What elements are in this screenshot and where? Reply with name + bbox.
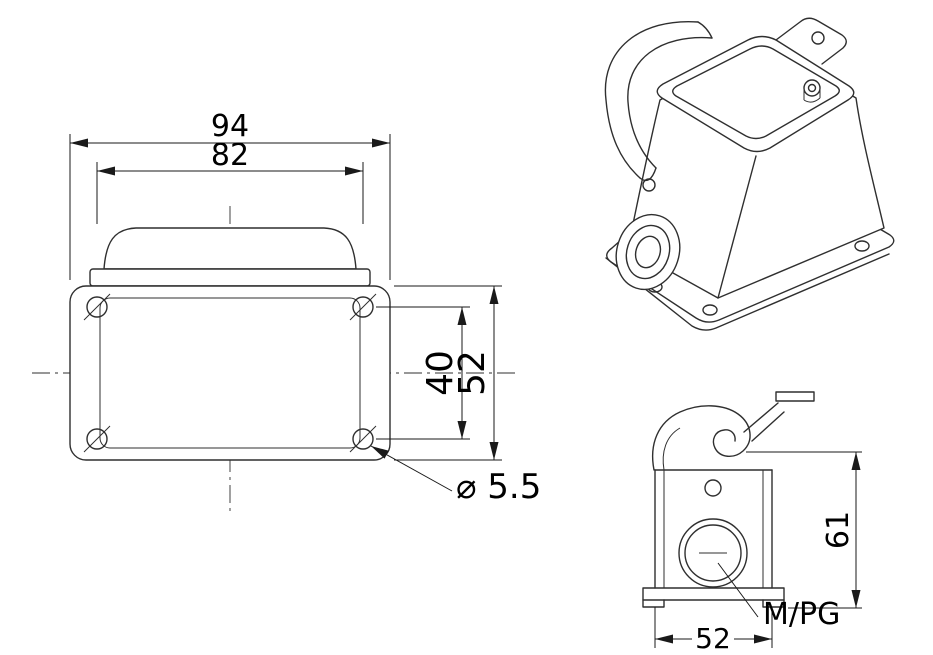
- side-locking-hook: [652, 405, 751, 497]
- iso-cable-entry: [615, 213, 681, 291]
- thread-callout: M/PG: [717, 562, 840, 632]
- flange-outline: [69, 285, 391, 461]
- mounting-hole-bottom-left: [83, 425, 111, 453]
- mpg-label: M/PG: [763, 597, 840, 632]
- cover-collar-outline: [89, 268, 371, 287]
- dimension-hole-spacing-width: 82: [96, 138, 364, 224]
- side-body-walls: [654, 469, 773, 589]
- iso-opening-rim-outer: [656, 35, 855, 153]
- hole-diameter-callout: ⌀ 5.5: [370, 445, 541, 507]
- cover-dome-outline: [103, 227, 357, 270]
- iso-latch-pin: [811, 31, 825, 45]
- iso-guide-post: [803, 79, 821, 103]
- dimension-overall-height: 52: [394, 285, 502, 461]
- front-view: 94 82 40 52 ⌀ 5.5: [32, 109, 541, 514]
- dim-82-label: 82: [211, 138, 249, 173]
- dim-52-label: 52: [452, 350, 493, 396]
- dimension-hole-spacing-height: 40: [376, 306, 470, 440]
- dia-5-5-label: ⌀ 5.5: [456, 467, 541, 507]
- mounting-hole-top-right: [349, 293, 377, 321]
- mounting-hole-bottom-right: [349, 425, 377, 453]
- side-cable-entry: [678, 518, 748, 588]
- side-hook-pivot: [704, 479, 722, 497]
- iso-latch-bracket: [775, 17, 847, 65]
- isometric-view: [604, 17, 895, 331]
- iso-hood-front-edge: [717, 155, 757, 299]
- flange-inner-edge: [99, 297, 361, 449]
- dim-61-label: 61: [821, 511, 856, 549]
- iso-opening-rim-inner: [672, 45, 840, 140]
- dimension-side-width: 52: [654, 607, 773, 655]
- iso-locking-lever: [604, 21, 713, 192]
- dim-52-side-label: 52: [695, 622, 731, 655]
- iso-lever-pivot: [642, 178, 656, 192]
- iso-flange-thickness: [605, 253, 890, 331]
- side-view: 61 52 M/PG: [642, 391, 862, 655]
- dim-40-label: 40: [420, 350, 461, 396]
- iso-flange-hole-right: [854, 240, 870, 252]
- dimension-outer-width: 94: [69, 109, 391, 280]
- side-body-inner-walls: [663, 470, 764, 588]
- dimension-side-height: 61: [746, 451, 862, 609]
- iso-flange-hole-front: [702, 304, 718, 316]
- dim-94-label: 94: [211, 109, 249, 144]
- mounting-hole-top-left: [83, 293, 111, 321]
- side-latch-arm: [743, 391, 815, 442]
